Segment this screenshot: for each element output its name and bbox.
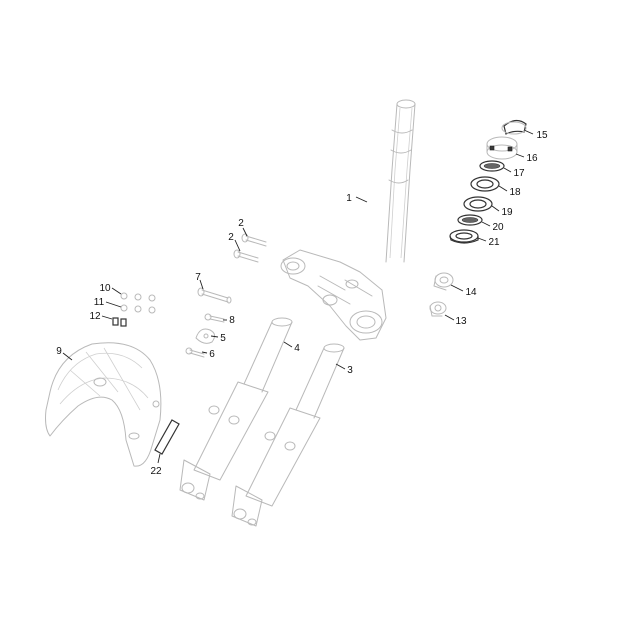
part-steering-stem <box>385 99 416 263</box>
part-triple-clamp <box>280 249 387 341</box>
leader-20 <box>481 221 491 227</box>
part-fork-leg-right <box>231 343 345 527</box>
part-bearing-17 <box>479 160 505 172</box>
leader-3 <box>335 363 346 370</box>
callout-22: 22 <box>150 466 162 477</box>
callout-8: 8 <box>229 315 235 326</box>
part-small-screw-8 <box>204 313 225 323</box>
callout-14: 14 <box>465 287 477 298</box>
callout-10: 10 <box>99 283 111 294</box>
callout-5: 5 <box>220 333 226 344</box>
leader-9 <box>62 352 73 361</box>
part-bolts-2 <box>233 233 267 263</box>
callout-labels: 1 2 2 3 4 5 6 7 8 9 10 11 12 13 14 15 16… <box>56 130 548 477</box>
part-fork-leg-left <box>179 317 293 501</box>
part-nuts-12 <box>112 317 127 327</box>
callout-4: 4 <box>294 343 300 354</box>
leader-7 <box>199 279 204 290</box>
leader-12 <box>101 315 113 320</box>
leader-19 <box>491 205 500 212</box>
leader-17 <box>503 167 512 173</box>
callout-13: 13 <box>455 316 467 327</box>
leader-4 <box>283 341 293 348</box>
callout-6: 6 <box>209 349 215 360</box>
leader-2a <box>242 227 248 237</box>
callout-20: 20 <box>492 222 504 233</box>
leader-18 <box>498 185 508 192</box>
callout-3: 3 <box>347 365 353 376</box>
leader-13 <box>444 314 455 321</box>
callout-21: 21 <box>488 237 500 248</box>
callout-17: 17 <box>513 168 525 179</box>
part-locknut-16 <box>486 136 518 160</box>
leader-6 <box>201 351 208 354</box>
part-dust-seal-21 <box>449 229 479 244</box>
part-axle <box>197 287 232 304</box>
part-bracket-14 <box>433 272 454 291</box>
callout-19: 19 <box>501 207 513 218</box>
part-race-19 <box>463 196 493 212</box>
leader-15 <box>523 129 534 135</box>
callout-9: 9 <box>56 346 62 357</box>
leader-16 <box>515 153 525 158</box>
leader-14 <box>450 284 464 292</box>
part-ring-nut-15 <box>501 119 527 135</box>
leader-1 <box>355 196 368 203</box>
leader-2b <box>234 239 241 252</box>
part-bearing-20 <box>457 214 483 226</box>
callout-12: 12 <box>89 311 101 322</box>
part-clip-5 <box>195 328 216 344</box>
callout-15: 15 <box>536 130 548 141</box>
leader-5 <box>210 335 219 338</box>
part-small-screw-6 <box>185 347 205 358</box>
leader-10 <box>111 287 122 295</box>
callout-2b: 2 <box>228 232 234 243</box>
callout-11: 11 <box>94 297 105 308</box>
part-hardware-11 <box>120 304 156 314</box>
leader-22 <box>157 453 161 464</box>
part-reflector <box>154 419 180 455</box>
callout-1: 1 <box>346 193 352 204</box>
leader-lines <box>62 129 534 464</box>
leader-21 <box>477 237 487 242</box>
callout-2a: 2 <box>238 218 244 229</box>
callout-18: 18 <box>509 187 521 198</box>
part-front-mudguard <box>45 342 162 467</box>
leader-11 <box>105 301 122 308</box>
part-bracket-13 <box>429 301 447 317</box>
part-hardware-10 <box>120 292 156 302</box>
callout-16: 16 <box>526 153 538 164</box>
callout-7: 7 <box>195 272 201 283</box>
part-race-18 <box>470 176 500 192</box>
